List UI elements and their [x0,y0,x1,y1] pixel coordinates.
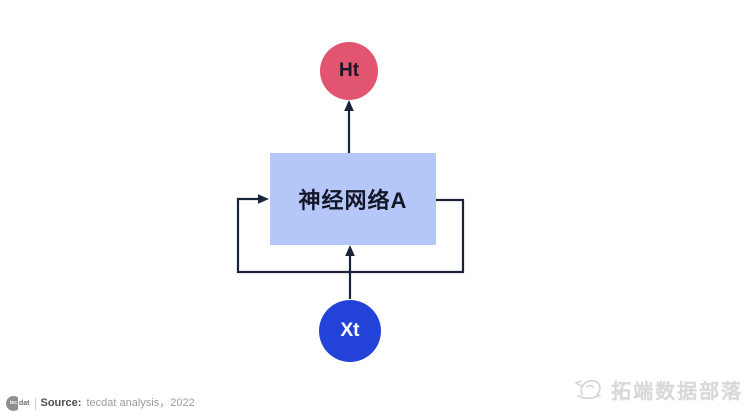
node-neural-network-label: 神经网络A [298,188,408,213]
source-footer: tec dat Source: tecdat analysis，2022 [6,396,195,411]
tecdat-logo-icon: tec [6,396,21,411]
arrowhead-up-icon [344,100,354,111]
edge-xt-to-network [345,245,355,299]
source-text: tecdat analysis，2022 [86,397,195,409]
arrowhead-right-icon [258,194,269,204]
tecdat-logo-suffix: dat [18,396,30,411]
tecdat-logo: tec dat [6,396,30,411]
arrowhead-up-icon [345,245,355,256]
brand-watermark-text: 拓端数据部落 [611,380,743,403]
node-xt: Xt [319,300,381,362]
brand-watermark: 拓端数据部落 [573,374,743,404]
footer-divider [34,397,36,410]
node-xt-label: Xt [340,320,360,341]
node-ht-label: Ht [338,60,360,81]
boat-icon [575,379,601,400]
source-label: Source: [40,397,82,409]
edge-network-to-ht [344,100,354,153]
node-neural-network: 神经网络A [270,153,436,245]
node-ht: Ht [320,42,378,100]
